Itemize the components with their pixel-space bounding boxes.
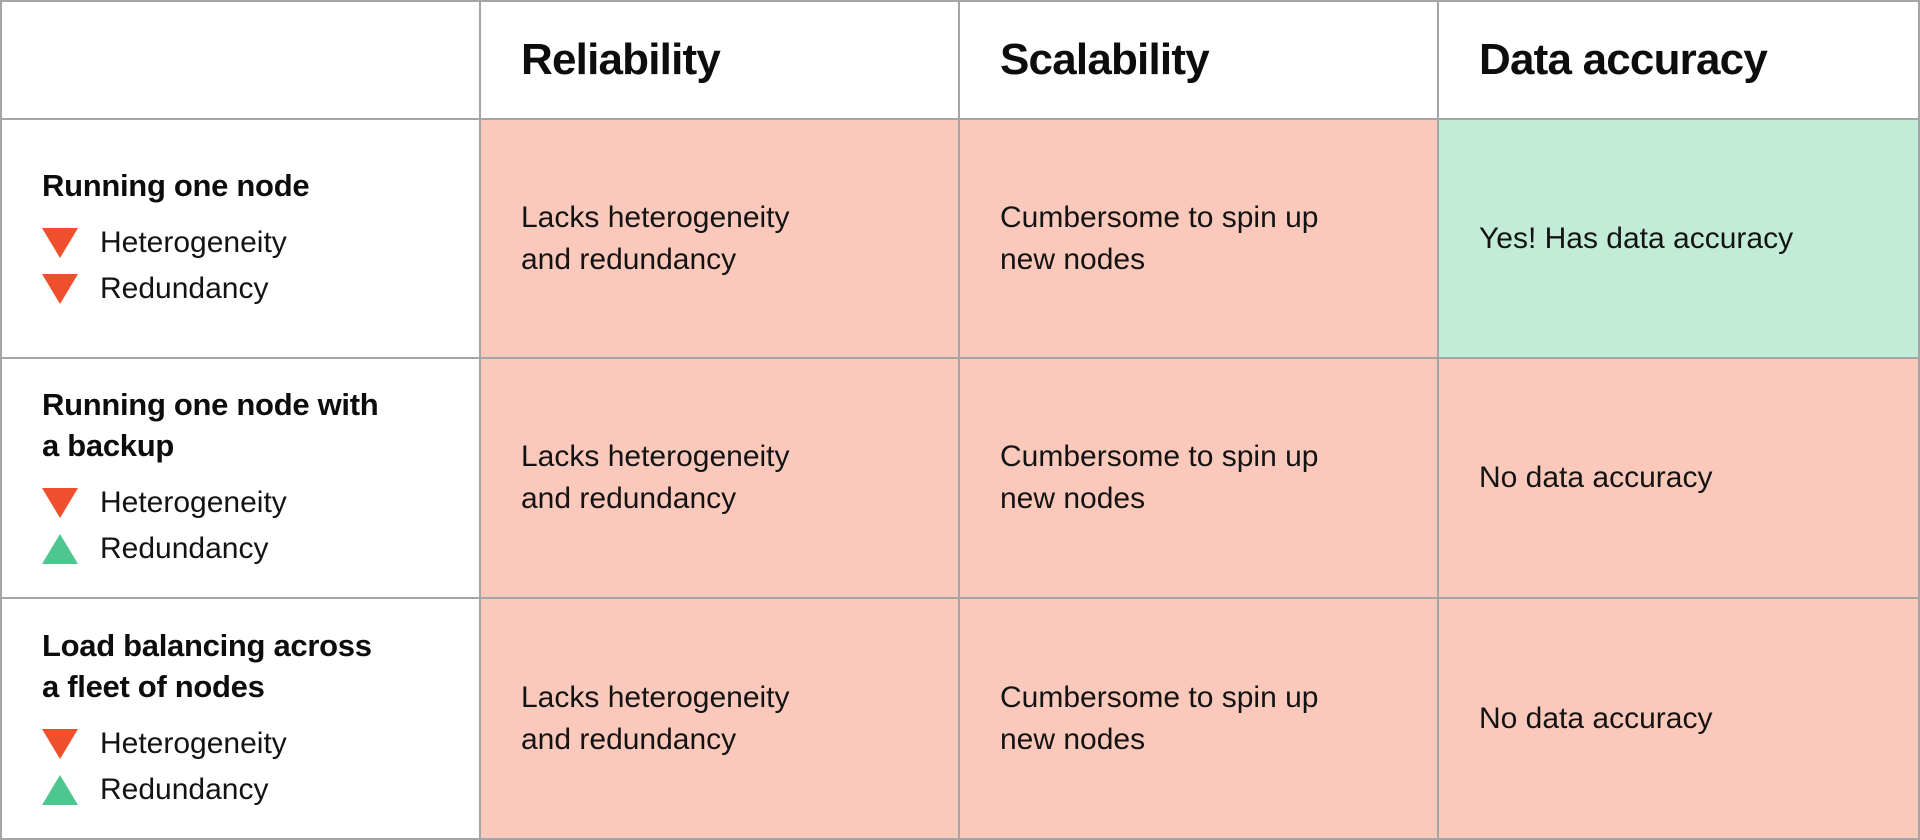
indicator-label: Redundancy xyxy=(100,532,269,565)
cell-load-balancing-scalability: Cumbersome to spin up new nodes xyxy=(960,599,1439,838)
row-header-running-one-node: Running one node Heterogeneity Redundanc… xyxy=(2,120,481,359)
cell-one-node-backup-data-accuracy: No data accuracy xyxy=(1439,359,1918,599)
cell-text: No data accuracy xyxy=(1479,461,1713,494)
indicator-label: Heterogeneity xyxy=(100,726,287,760)
indicator-heterogeneity: Heterogeneity xyxy=(42,721,439,767)
indicator-heterogeneity: Heterogeneity xyxy=(42,480,439,526)
triangle-down-icon xyxy=(42,228,78,258)
row-title: Load balancing across a fleet of nodes xyxy=(42,627,372,704)
column-header-scalability: Scalability xyxy=(960,2,1439,120)
indicator-list: Heterogeneity Redundancy xyxy=(42,721,439,813)
column-header-label: Scalability xyxy=(1000,35,1210,84)
column-header-label: Data accuracy xyxy=(1479,35,1768,84)
cell-text: No data accuracy xyxy=(1479,701,1713,735)
indicator-label: Redundancy xyxy=(100,272,269,305)
cell-running-one-node-reliability: Lacks heterogeneity and redundancy xyxy=(481,120,960,359)
cell-text: Lacks heterogeneity and redundancy xyxy=(521,200,790,276)
triangle-down-icon xyxy=(42,728,78,759)
cell-load-balancing-data-accuracy: No data accuracy xyxy=(1439,599,1918,838)
triangle-up-icon xyxy=(42,774,78,805)
indicator-list: Heterogeneity Redundancy xyxy=(42,480,439,572)
column-header-label: Reliability xyxy=(521,35,721,84)
indicator-redundancy: Redundancy xyxy=(42,526,439,572)
cell-text: Yes! Has data accuracy xyxy=(1479,221,1794,255)
indicator-label: Heterogeneity xyxy=(100,486,287,519)
row-header-load-balancing-fleet: Load balancing across a fleet of nodes H… xyxy=(2,599,481,838)
cell-one-node-backup-reliability: Lacks heterogeneity and redundancy xyxy=(481,359,960,599)
cell-running-one-node-scalability: Cumbersome to spin up new nodes xyxy=(960,120,1439,359)
triangle-down-icon xyxy=(42,488,78,518)
cell-text: Cumbersome to spin up new nodes xyxy=(1000,680,1319,756)
indicator-heterogeneity: Heterogeneity xyxy=(42,220,439,266)
indicator-list: Heterogeneity Redundancy xyxy=(42,220,439,312)
indicator-label: Redundancy xyxy=(100,772,269,806)
cell-load-balancing-reliability: Lacks heterogeneity and redundancy xyxy=(481,599,960,838)
triangle-down-icon xyxy=(42,274,78,304)
indicator-label: Heterogeneity xyxy=(100,226,287,259)
row-header-one-node-with-backup: Running one node with a backup Heterogen… xyxy=(2,359,481,599)
indicator-redundancy: Redundancy xyxy=(42,266,439,312)
cell-text: Lacks heterogeneity and redundancy xyxy=(521,680,790,756)
cell-one-node-backup-scalability: Cumbersome to spin up new nodes xyxy=(960,359,1439,599)
cell-text: Cumbersome to spin up new nodes xyxy=(1000,200,1319,276)
triangle-up-icon xyxy=(42,534,78,564)
row-title: Running one node xyxy=(42,168,310,203)
cell-running-one-node-data-accuracy: Yes! Has data accuracy xyxy=(1439,120,1918,359)
corner-cell xyxy=(2,2,481,120)
cell-text: Lacks heterogeneity and redundancy xyxy=(521,440,790,515)
column-header-reliability: Reliability xyxy=(481,2,960,120)
row-title: Running one node with a backup xyxy=(42,387,379,463)
cell-text: Cumbersome to spin up new nodes xyxy=(1000,440,1319,515)
indicator-redundancy: Redundancy xyxy=(42,767,439,813)
column-header-data-accuracy: Data accuracy xyxy=(1439,2,1918,120)
